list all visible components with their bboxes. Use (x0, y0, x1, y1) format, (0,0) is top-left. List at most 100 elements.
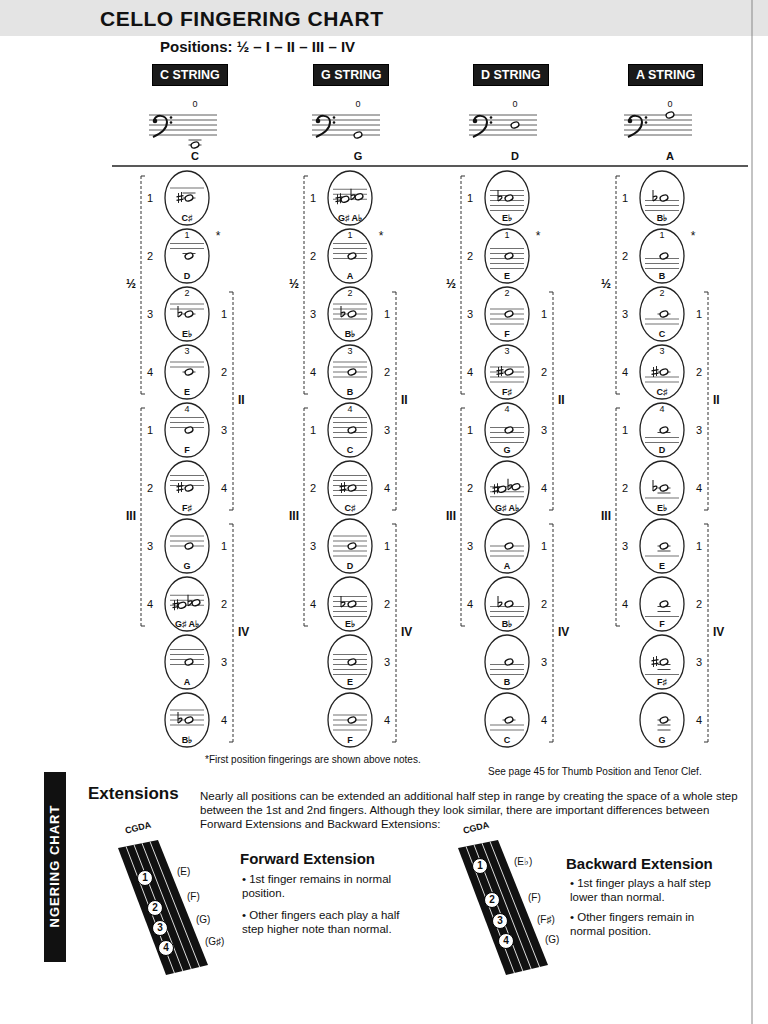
position-bracket (304, 394, 308, 395)
sharp-sign (177, 196, 184, 197)
sharp-sign (174, 600, 175, 610)
oval-shape (328, 519, 372, 573)
position-bracket (549, 510, 553, 511)
finger-number: 3 (622, 308, 628, 321)
flat-sign (498, 602, 502, 607)
finger-number: 1 (221, 540, 227, 553)
staff-line (490, 491, 524, 492)
finger-circle: 4 (158, 940, 174, 956)
note-label: (F♯) (537, 914, 555, 926)
note-head (659, 252, 668, 260)
position-bracket (616, 408, 617, 626)
finger-number: 4 (221, 482, 227, 495)
bass-clef (628, 116, 642, 137)
finger-number: 3 (493, 914, 507, 928)
staff-line (645, 674, 679, 675)
note-name: B (639, 271, 685, 282)
finger-number: 3 (622, 540, 628, 553)
flat-sign (341, 306, 342, 317)
position-bracket (141, 176, 142, 394)
oval-shape (328, 577, 372, 631)
finger-number: 4 (484, 404, 530, 415)
finger-number: 3 (147, 540, 153, 553)
note-name: G (639, 735, 685, 746)
bullet-text: • 1st finger remains in normal position. (242, 872, 402, 900)
oval-shape (165, 171, 209, 225)
finger-number: 2 (622, 250, 628, 263)
position-bracket (616, 408, 620, 409)
staff-line (490, 382, 524, 383)
position-label: II (400, 394, 409, 408)
staff-line (490, 551, 524, 552)
finger-number: 1 (467, 424, 473, 437)
staff-line (149, 125, 217, 126)
note-oval: C♯ (327, 460, 373, 516)
flat-sign (178, 712, 179, 723)
finger-number: 4 (622, 598, 628, 611)
note-name: A (327, 271, 373, 282)
note-oval: G♯ A♭ (327, 170, 373, 226)
footnote-mark: * (536, 230, 541, 244)
staff-line (333, 541, 367, 542)
oval-shape (328, 461, 372, 515)
note-label: (F) (528, 892, 541, 904)
sharp-sign (652, 663, 659, 664)
finger-circle: 3 (492, 913, 508, 929)
finger-number: 3 (153, 921, 167, 935)
note-head (184, 484, 193, 492)
footnote-mark: * (216, 230, 221, 244)
note-head (504, 194, 513, 202)
note-head (497, 485, 506, 493)
note-head (347, 716, 356, 724)
finger-number: 1 (541, 540, 547, 553)
finger-number: 3 (310, 308, 316, 321)
position-label: ½ (600, 278, 612, 292)
note-name: F♯ (639, 677, 685, 688)
note-oval: F♯ (164, 460, 210, 516)
note-name: C (639, 329, 685, 340)
bass-clef (645, 116, 648, 119)
position-bracket (304, 408, 305, 626)
finger-number: 3 (147, 308, 153, 321)
sharp-sign (656, 656, 657, 666)
staff-line (490, 556, 524, 557)
note-head (184, 426, 193, 434)
open-string-mark: 0 (355, 99, 360, 109)
sharp-sign (181, 192, 182, 202)
oval-shape (165, 461, 209, 515)
staff-line (333, 248, 367, 249)
chart-title: CELLO FINGERING CHART (100, 7, 384, 31)
sharp-sign (337, 194, 338, 204)
oval-shape (485, 345, 529, 399)
finger-number: 4 (384, 482, 390, 495)
finger-number: 3 (467, 540, 473, 553)
staff-line (333, 730, 367, 731)
oval-shape (328, 171, 372, 225)
finger-number: 4 (639, 404, 685, 415)
bass-clef (170, 121, 173, 124)
note-label: (G) (545, 934, 559, 946)
oval-shape (485, 171, 529, 225)
note-head (177, 601, 186, 609)
note-head (353, 131, 362, 139)
staff-line (312, 120, 380, 121)
finger-number: 3 (467, 308, 473, 321)
note-name: F (327, 735, 373, 746)
note-oval: A (164, 634, 210, 690)
staff-line (645, 498, 679, 499)
note-head (659, 658, 668, 666)
note-name: D (327, 561, 373, 572)
staff-line (333, 417, 367, 418)
finger-number: 4 (499, 934, 513, 948)
flat-sign (178, 306, 179, 317)
ledger-line (658, 493, 671, 494)
note-oval: E♭ (639, 460, 685, 516)
finger-number: 2 (541, 366, 547, 379)
note-name: C♯ (164, 213, 210, 224)
note-head (659, 600, 668, 608)
position-bracket (549, 524, 553, 525)
finger-circle: 2 (147, 900, 163, 916)
footnote-mark: * (379, 230, 384, 244)
bullet-text: • Other fingers each play a half step hi… (242, 908, 402, 936)
open-string-name: D (511, 150, 519, 163)
